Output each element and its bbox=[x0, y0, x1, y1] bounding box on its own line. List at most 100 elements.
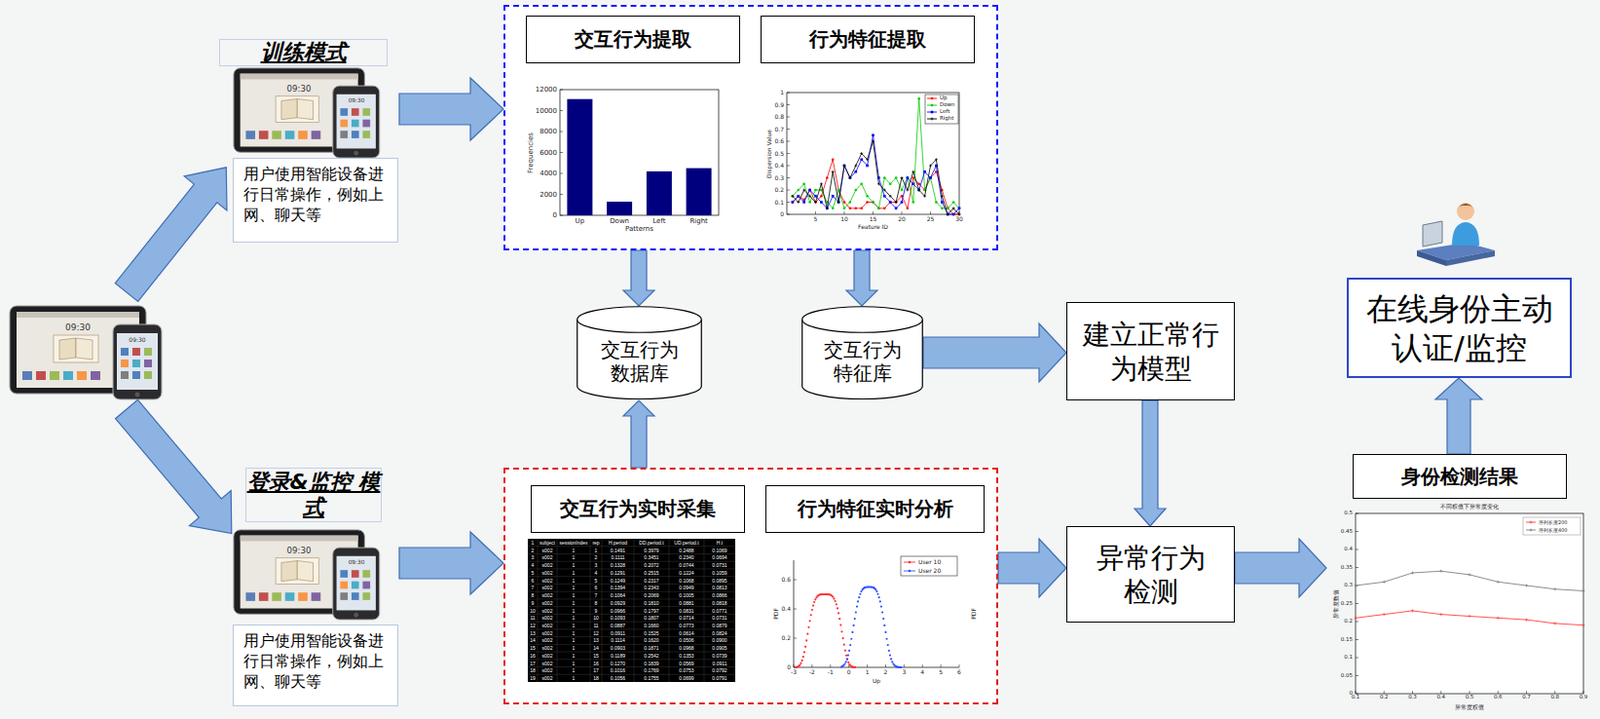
database-label: 交互行为特征库 bbox=[820, 337, 904, 385]
block-arrow bbox=[399, 531, 504, 595]
table-cell: 0.1056 bbox=[610, 675, 626, 681]
table-cell: 0.0714 bbox=[678, 615, 694, 621]
table-cell: 13 bbox=[529, 630, 536, 635]
marker bbox=[889, 182, 893, 186]
marker bbox=[837, 611, 840, 614]
tick-label: 0.2 bbox=[774, 186, 784, 193]
table-cell: 8 bbox=[595, 599, 598, 605]
marker bbox=[1525, 584, 1528, 588]
table-ground bbox=[527, 538, 736, 682]
table-cell: 0.0569 bbox=[678, 660, 694, 666]
marker bbox=[843, 662, 846, 665]
marker bbox=[883, 194, 887, 198]
axis-title: Frequencies bbox=[527, 132, 535, 174]
mode-heading-frame: 训练模式 bbox=[219, 38, 388, 67]
table-cell: 10 bbox=[529, 607, 536, 613]
marker bbox=[952, 213, 956, 217]
table-cell: subject bbox=[539, 539, 556, 545]
table-cell: 0.0773 bbox=[678, 622, 694, 628]
table-cell: UD.period.t bbox=[673, 539, 699, 545]
table-cell: s002 bbox=[542, 675, 554, 681]
marker bbox=[952, 206, 956, 210]
tick-label: 0.6 bbox=[774, 138, 784, 145]
table-cell: 0.1270 bbox=[610, 660, 626, 666]
tick-label: 0.15 bbox=[1340, 636, 1353, 643]
tick-label: Right bbox=[689, 218, 707, 225]
marker bbox=[894, 176, 898, 180]
marker bbox=[801, 659, 804, 662]
marker bbox=[855, 610, 857, 613]
table-cell: s002 bbox=[542, 562, 554, 568]
tick-label: 5 bbox=[814, 216, 819, 223]
marker bbox=[845, 660, 848, 663]
tick-label: Up bbox=[575, 218, 586, 225]
tick-label: 0.3 bbox=[774, 175, 784, 182]
marker bbox=[847, 661, 850, 664]
axis-title: Dispersion Value bbox=[766, 128, 773, 178]
tick-label: 0.9 bbox=[774, 102, 784, 109]
table-cell: 18 bbox=[529, 668, 536, 673]
marker bbox=[1354, 616, 1358, 620]
table-cell: s002 bbox=[542, 645, 554, 651]
marker bbox=[808, 188, 812, 192]
marker bbox=[810, 613, 813, 616]
marker bbox=[808, 188, 812, 192]
marker bbox=[802, 188, 806, 192]
tick bbox=[1469, 690, 1471, 694]
table-cell: 0.1660 bbox=[643, 622, 659, 628]
legend-text: Right bbox=[939, 115, 954, 122]
table-cell: 13 bbox=[593, 637, 599, 643]
tick-label: 0.35 bbox=[1340, 564, 1353, 571]
marker bbox=[859, 151, 863, 155]
marker bbox=[819, 200, 823, 204]
table-cell: 0.0791 bbox=[711, 675, 727, 681]
marker bbox=[809, 619, 812, 622]
tick-label: 0 bbox=[553, 212, 558, 220]
marker bbox=[1439, 569, 1443, 573]
table-cell: 0.1064 bbox=[610, 593, 626, 598]
marker bbox=[855, 170, 858, 174]
tick-label: 0 bbox=[786, 664, 791, 670]
table-cell: 0.0879 bbox=[711, 622, 727, 628]
marker bbox=[906, 206, 910, 210]
database-cylinder: 交互行为数据库 bbox=[576, 305, 703, 401]
marker bbox=[877, 182, 881, 186]
marker bbox=[881, 610, 884, 613]
tick bbox=[559, 131, 563, 133]
marker bbox=[1529, 528, 1533, 532]
tick-label: 0.45 bbox=[1340, 528, 1353, 535]
table-cell: 3 bbox=[595, 562, 598, 568]
table-cell: 0.0929 bbox=[610, 599, 626, 605]
marker bbox=[871, 200, 875, 204]
marker bbox=[855, 188, 858, 192]
table-cell: 0.2317 bbox=[643, 577, 659, 583]
marker bbox=[812, 603, 815, 606]
table-cell: 16 bbox=[529, 652, 536, 658]
marker bbox=[845, 654, 848, 657]
marker bbox=[875, 590, 878, 593]
table-cell: 0.1059 bbox=[711, 569, 727, 575]
axis-title: Up bbox=[872, 677, 881, 684]
marker bbox=[899, 666, 902, 669]
marker bbox=[839, 623, 842, 626]
marker bbox=[917, 97, 921, 101]
marker bbox=[849, 643, 852, 646]
block-arrow bbox=[846, 250, 878, 306]
marker bbox=[958, 206, 962, 210]
tick-label: -1 bbox=[827, 669, 834, 675]
block-arrow bbox=[1134, 400, 1166, 526]
table-cell: 0.0866 bbox=[711, 593, 727, 598]
marker bbox=[923, 170, 927, 174]
table-cell: 4 bbox=[531, 562, 535, 568]
marker bbox=[940, 200, 944, 204]
tick-label: 0.4 bbox=[781, 605, 791, 612]
marker bbox=[842, 636, 845, 639]
table-cell: 1 bbox=[531, 539, 535, 545]
legend-box bbox=[925, 94, 959, 124]
marker bbox=[819, 182, 823, 186]
mode-heading: 训练模式 bbox=[260, 39, 347, 66]
table-cell: 0.1807 bbox=[643, 615, 659, 621]
tick bbox=[829, 664, 831, 668]
table-rule bbox=[537, 538, 539, 682]
